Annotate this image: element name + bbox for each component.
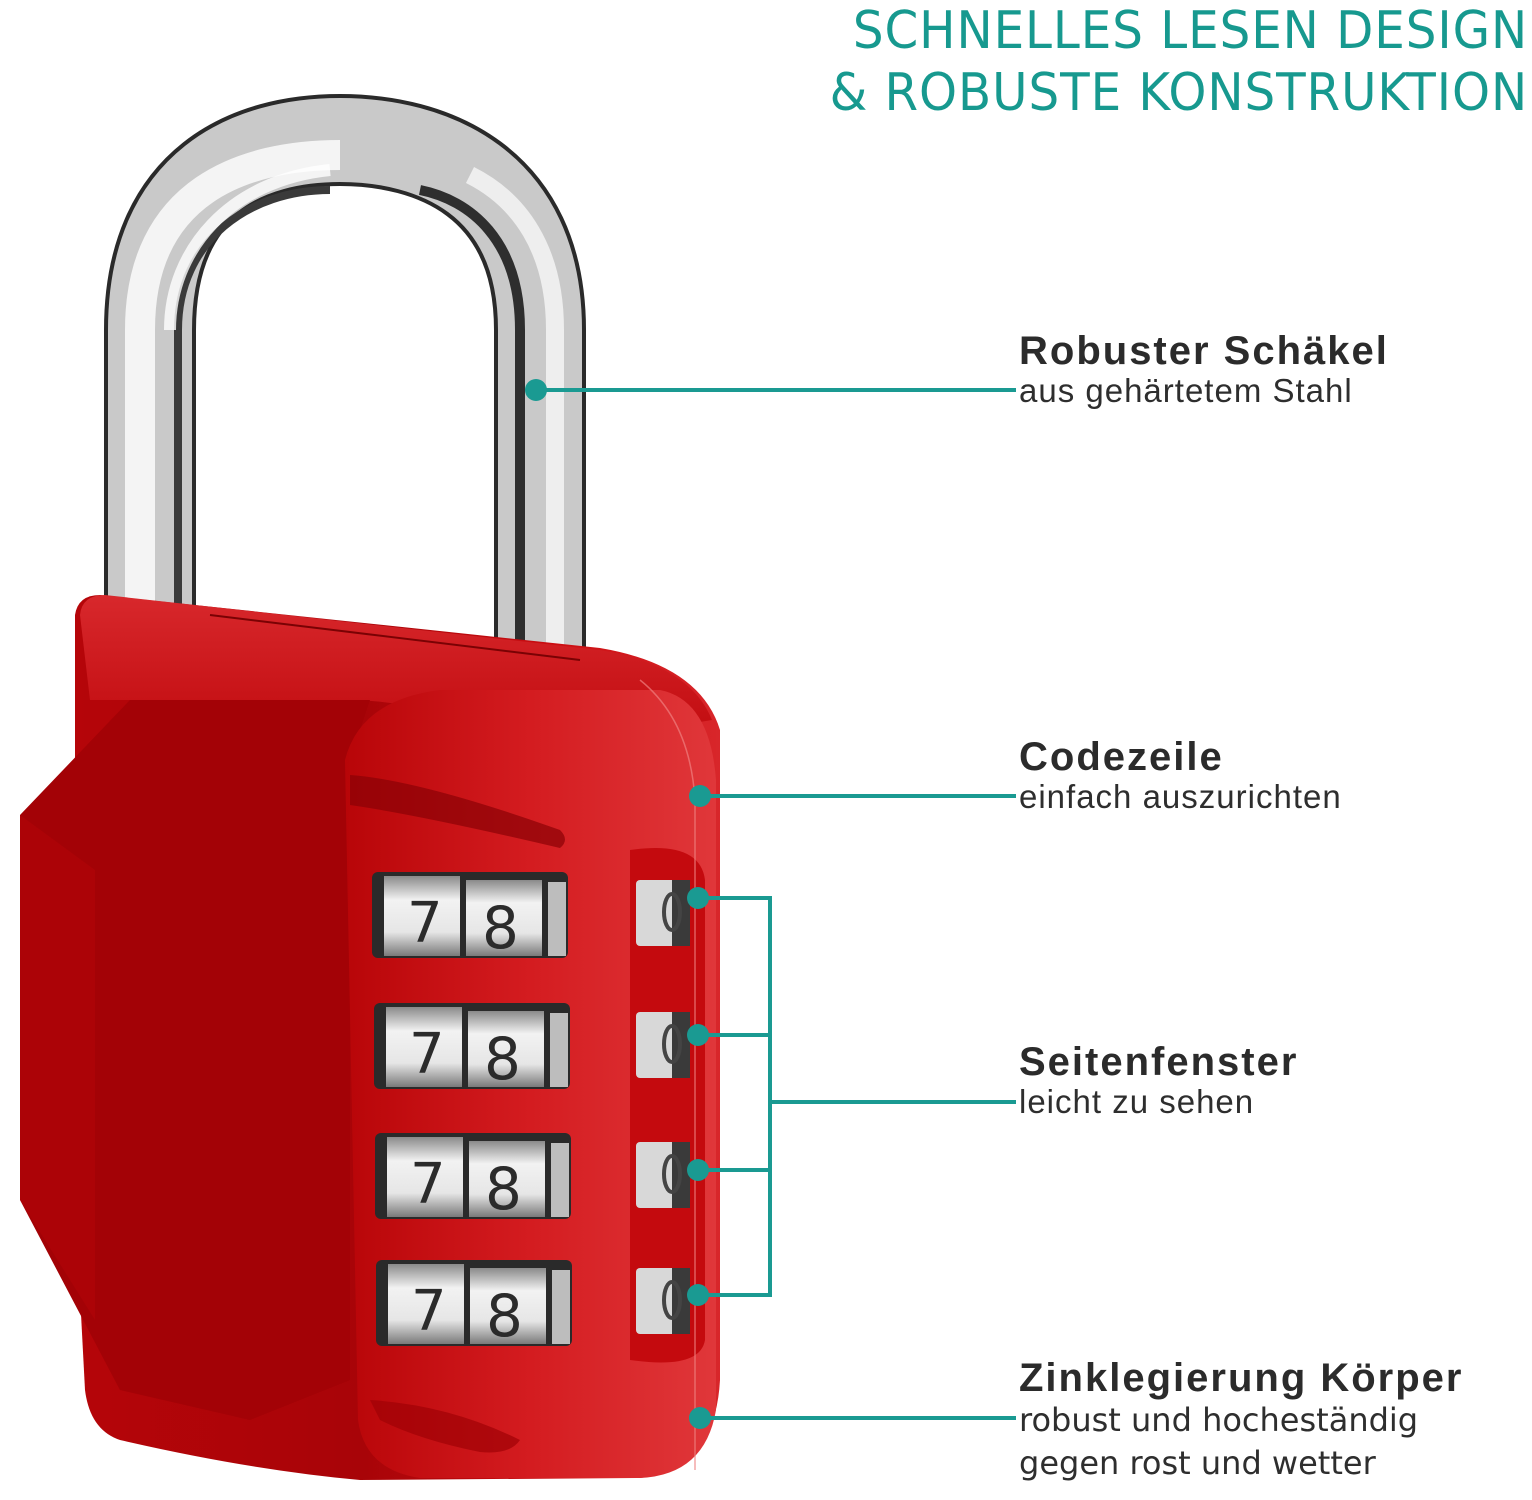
dial-row-4: 7 8 [376,1260,572,1350]
callout-title: Robuster Schäkel [1019,329,1389,373]
lock-body [20,595,720,1480]
svg-text:8: 8 [485,1155,522,1223]
side-windows [636,880,690,1334]
shackle [104,93,586,690]
callout-subtitle: leicht zu sehen [1019,1083,1255,1120]
dial-row-2: 7 8 [374,1003,570,1093]
callout-subtitle: aus gehärtetem Stahl [1019,372,1353,409]
callout-title: Codezeile [1019,735,1224,779]
svg-text:8: 8 [482,894,519,962]
svg-text:7: 7 [409,1022,445,1087]
headline: SCHNELLES LESEN DESIGN & ROBUSTE KONSTRU… [829,0,1528,124]
window-marker-dot-4 [687,1284,709,1306]
window-marker-dot-2 [687,1024,709,1046]
callout-shackle: Robuster Schäkel aus gehärtetem Stahl [1019,330,1389,410]
window-marker-dot-3 [687,1159,709,1181]
callout-connectors [525,379,1016,1429]
callout-zinc-body: Zinklegierung Körper robust und hochestä… [1019,1357,1464,1485]
callout-title: Seitenfenster [1019,1040,1299,1084]
headline-line-1: SCHNELLES LESEN DESIGN [852,1,1528,61]
svg-text:7: 7 [410,1152,446,1217]
callout-codeline: Codezeile einfach auszurichten [1019,736,1342,816]
svg-text:7: 7 [407,891,443,956]
svg-text:7: 7 [411,1279,447,1344]
callout-side-window: Seitenfenster leicht zu sehen [1019,1041,1298,1121]
svg-text:8: 8 [486,1282,523,1350]
window-marker-dot-1 [687,887,709,909]
callout-subtitle: einfach auszurichten [1019,778,1342,815]
callout-subtitle-2: gegen rost und wetter [1019,1444,1376,1482]
codeline-marker-dot [689,785,711,807]
shackle-marker-dot [525,379,547,401]
dial-windows: 7 8 7 8 7 8 7 8 [372,872,572,1350]
svg-text:8: 8 [484,1025,521,1093]
callout-subtitle: robust und hocheständig [1019,1401,1419,1439]
dial-row-3: 7 8 [375,1133,571,1223]
body-marker-dot [689,1407,711,1429]
dial-row-1: 7 8 [372,872,568,962]
callout-title: Zinklegierung Körper [1019,1356,1464,1400]
headline-line-2: & ROBUSTE KONSTRUKTION [829,63,1528,123]
